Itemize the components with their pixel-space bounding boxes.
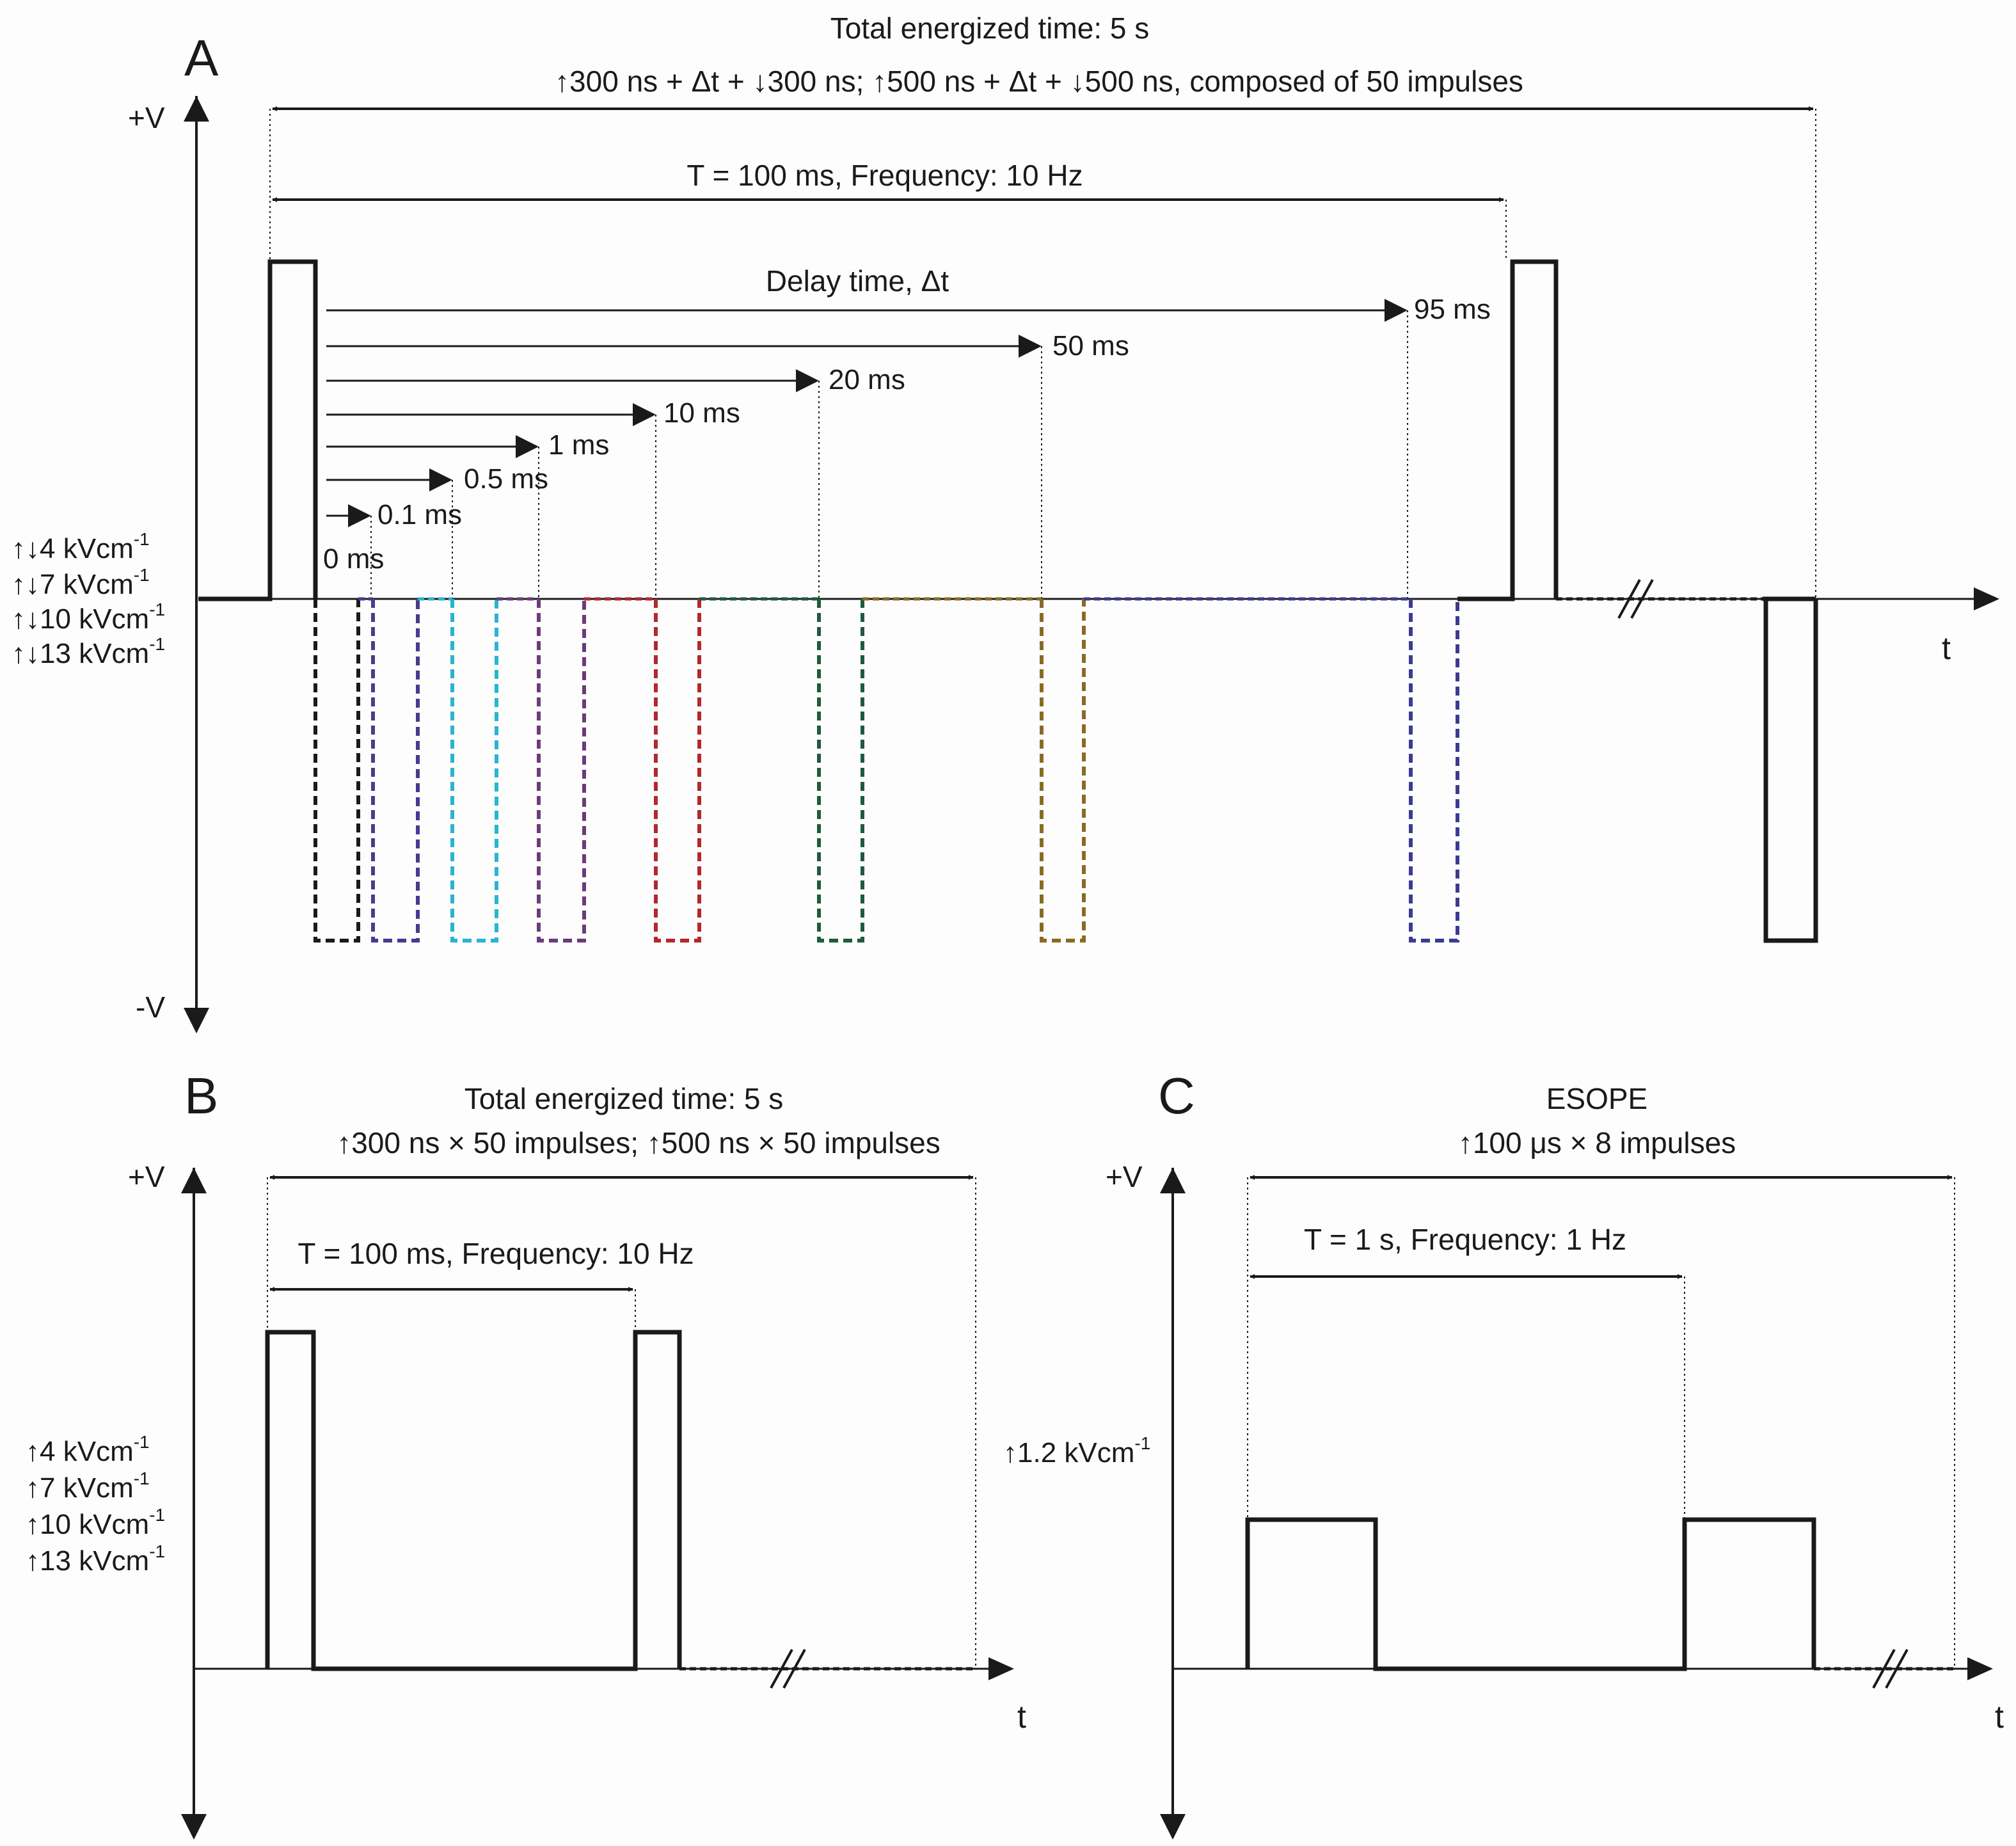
delay-label: 0 ms	[323, 543, 384, 575]
panel-b-y-arrow-down	[181, 1814, 207, 1840]
panel-b-field-strength: ↑7 kVcm-1	[26, 1468, 150, 1504]
panel-a-field-strength: ↑↓7 kVcm-1	[12, 565, 150, 600]
panel-b-field-strength: ↑4 kVcm-1	[26, 1432, 150, 1467]
panel-a-negative-pulses	[314, 597, 1459, 943]
panel-c-axis-break	[1872, 1649, 1909, 1689]
negative-pulse	[314, 599, 360, 943]
panel-a-field-strength: ↑↓10 kVcm-1	[12, 600, 165, 635]
panel-a-delay-arrows	[326, 299, 1408, 599]
panel-c-period-label: T = 1 s, Frequency: 1 Hz	[1304, 1223, 1626, 1256]
panel-a-y-arrow-up	[184, 96, 209, 122]
panel-b-x-arrow	[988, 1657, 1014, 1680]
panel-b-field-strength-list: ↑4 kVcm-1 ↑7 kVcm-1 ↑10 kVcm-1 ↑13 kVcm-…	[26, 1432, 165, 1577]
panel-a-y-pos-label: +V	[128, 101, 165, 134]
panel-a-field-strength: ↑↓4 kVcm-1	[12, 529, 150, 564]
panel-c-y-pos-label: +V	[1106, 1160, 1143, 1193]
panel-b: B Total energized time: 5 s ↑300 ns × 50…	[26, 1067, 1026, 1840]
panel-b-y-arrow-up	[181, 1168, 207, 1193]
panel-b-subtitle: ↑300 ns × 50 impulses; ↑500 ns × 50 impu…	[337, 1126, 941, 1159]
panel-a-positive-pulse	[198, 259, 318, 601]
panel-a-axis-break	[1617, 579, 1654, 619]
negative-pulse	[817, 599, 864, 943]
delay-label: 20 ms	[829, 364, 905, 395]
negative-pulse	[371, 599, 420, 943]
panel-c-y-arrow-down	[1160, 1814, 1186, 1840]
negative-pulse	[654, 599, 701, 943]
delay-arrowhead	[633, 403, 656, 426]
panel-c-subtitle: ↑100 μs × 8 impulses	[1458, 1126, 1736, 1159]
panel-b-title: Total energized time: 5 s	[464, 1082, 784, 1115]
delay-arrowhead	[516, 435, 539, 458]
panel-b-letter: B	[184, 1067, 218, 1124]
panel-a-x-arrow	[1974, 587, 1999, 610]
delay-arrowhead	[796, 369, 819, 392]
panel-b-pulse-train	[265, 1330, 682, 1671]
panel-b-field-strength: ↑13 kVcm-1	[26, 1541, 165, 1577]
panel-b-period-label: T = 100 ms, Frequency: 10 Hz	[298, 1237, 694, 1270]
panel-c-x-label: t	[1995, 1699, 2004, 1735]
panel-a-delay-label: Delay time, Δt	[766, 264, 949, 298]
panel-a-subtitle: ↑300 ns + Δt + ↓300 ns; ↑500 ns + Δt + ↓…	[555, 65, 1523, 98]
delay-label: 50 ms	[1052, 330, 1129, 362]
delay-label: 10 ms	[663, 397, 740, 429]
panel-a-positive-pulse	[1457, 259, 1559, 601]
panel-c-title: ESOPE	[1546, 1082, 1648, 1115]
negative-pulse	[1040, 599, 1086, 943]
panel-a-field-strength: ↑↓13 kVcm-1	[12, 634, 165, 669]
negative-pulse	[537, 599, 586, 943]
panel-c-letter: C	[1158, 1067, 1195, 1124]
panel-a-y-neg-label: -V	[136, 991, 165, 1024]
panel-c-field-strength: ↑1.2 kVcm-1	[1003, 1433, 1150, 1468]
panel-c-pulse-train	[1245, 1517, 1816, 1671]
panel-a: A Total energized time: 5 s ↑300 ns + Δt…	[12, 12, 1999, 1033]
panel-c-y-arrow-up	[1160, 1168, 1186, 1193]
panel-b-axis-break	[770, 1649, 806, 1689]
delay-arrowhead	[348, 504, 371, 527]
panel-c-x-arrow	[1967, 1657, 1993, 1680]
delay-label: 0.5 ms	[464, 463, 548, 495]
negative-pulse	[1409, 599, 1459, 943]
panel-a-y-arrow-down	[184, 1008, 209, 1033]
panel-b-y-pos-label: +V	[128, 1160, 165, 1193]
panel-a-field-strength-list: ↑↓4 kVcm-1 ↑↓7 kVcm-1 ↑↓10 kVcm-1 ↑↓13 k…	[12, 529, 165, 669]
panel-b-x-label: t	[1017, 1699, 1026, 1735]
panel-a-period-label: T = 100 ms, Frequency: 10 Hz	[687, 159, 1083, 192]
panel-a-x-label: t	[1942, 630, 1951, 666]
negative-pulse	[450, 599, 498, 943]
panel-a-final-negative-pulse	[1763, 599, 1818, 943]
delay-label: 95 ms	[1414, 294, 1491, 325]
delay-label: 0.1 ms	[377, 499, 462, 530]
delay-arrowhead	[1385, 299, 1408, 322]
panel-a-delay-labels: 0 ms 0.1 ms 0.5 ms 1 ms 10 ms 20 ms 50 m…	[323, 294, 1491, 575]
delay-arrowhead	[429, 468, 452, 491]
delay-label: 1 ms	[548, 429, 609, 461]
panel-a-title: Total energized time: 5 s	[830, 12, 1150, 45]
panel-b-field-strength: ↑10 kVcm-1	[26, 1505, 165, 1540]
delay-arrowhead	[1019, 335, 1042, 358]
panel-c: C ESOPE ↑100 μs × 8 impulses +V t ↑1.2 k…	[1003, 1067, 2004, 1840]
panel-a-letter: A	[184, 29, 219, 86]
